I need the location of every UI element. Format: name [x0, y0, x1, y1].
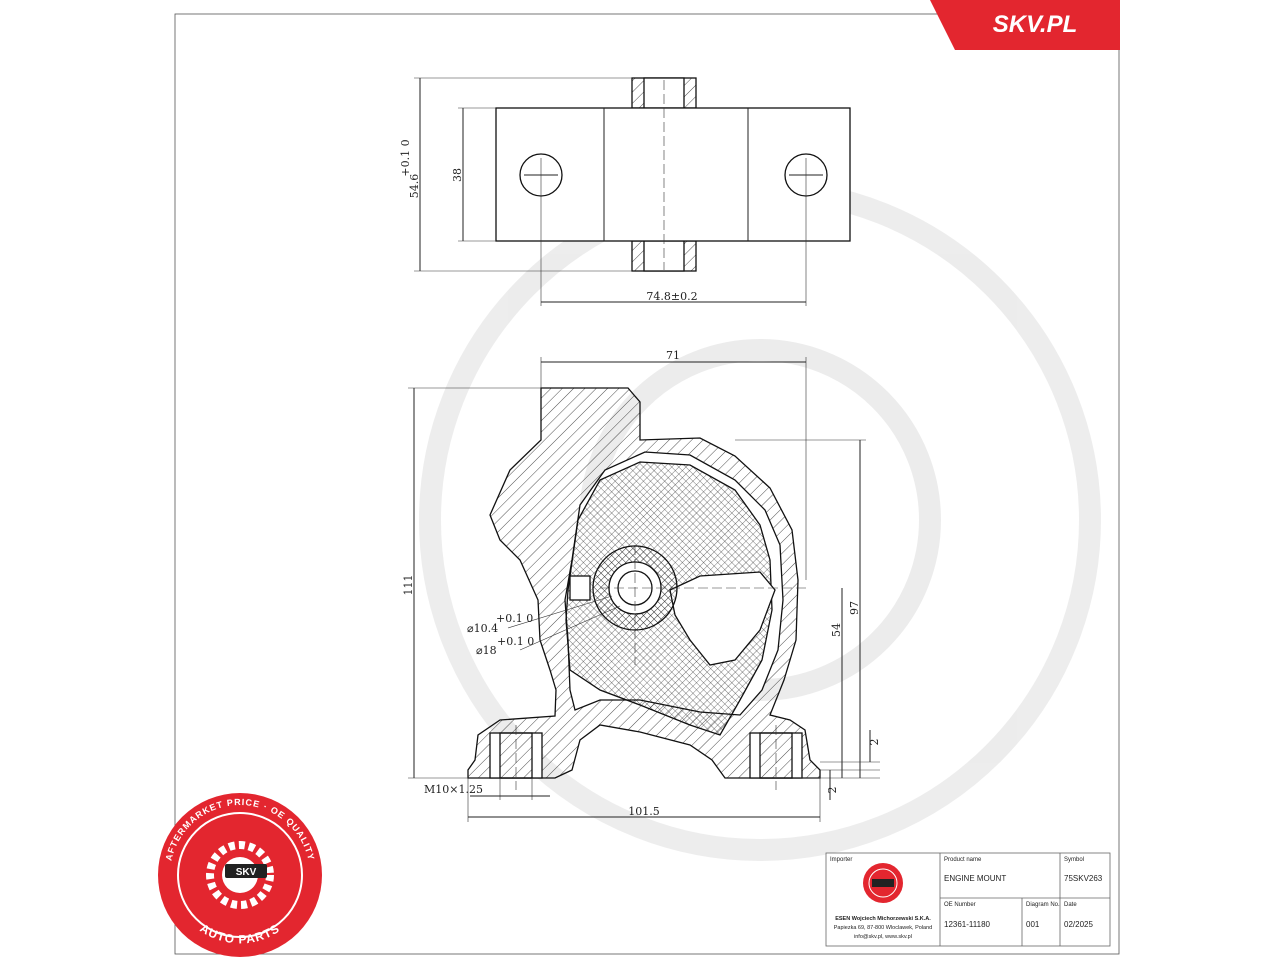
- dim-hole-spacing: 74.8±0.2: [646, 290, 697, 303]
- brand-logo: SKV.PL: [930, 0, 1120, 50]
- dim-side-top: 71: [666, 349, 680, 362]
- dim-side-right: 97: [848, 601, 861, 615]
- oe-value: 12361-11180: [944, 920, 991, 929]
- product-label: Product name: [944, 857, 982, 863]
- diagram-label: Diagram No.: [1026, 902, 1060, 908]
- top-view: 54.6 +0.1 0 38 74.8±0.2: [399, 77, 851, 306]
- date-label: Date: [1064, 902, 1077, 908]
- importer-address: Papiezka 69, 87-800 Wloclawek, Poland: [834, 925, 932, 931]
- diagram-value: 001: [1026, 920, 1040, 929]
- importer-contact: info@skv.pl, www.skv.pl: [854, 934, 912, 940]
- oe-label: OE Number: [944, 902, 976, 908]
- page-frame: [174, 13, 1120, 955]
- symbol-value: 75SKV263: [1064, 874, 1103, 883]
- importer-logo: [863, 863, 903, 903]
- brand-badge: SKV AFTERMARKET PRICE · OE QUALITY AUTO …: [158, 793, 322, 957]
- dim-bore-small: ⌀10.4: [467, 622, 498, 635]
- dim-bore-small-tol: +0.1 0: [496, 612, 533, 625]
- importer-label: Importer: [830, 857, 852, 863]
- product-value: ENGINE MOUNT: [944, 874, 1006, 883]
- dim-top-inner: 38: [451, 168, 464, 182]
- dim-side-center: 54: [830, 623, 843, 637]
- date-value: 02/2025: [1064, 920, 1093, 929]
- badge-center-text: SKV: [236, 867, 257, 878]
- brand-logo-text: SKV.PL: [993, 11, 1077, 38]
- dim-bore-large: ⌀18: [476, 644, 497, 657]
- dim-side-height: 111: [402, 575, 415, 596]
- importer-name: ESEN Wojciech Michorzewski S.K.A.: [835, 916, 931, 922]
- title-block: Importer ESEN Wojciech Michorzewski S.K.…: [825, 852, 1111, 947]
- side-view: 71 111 97 54 2 2 ⌀10.4 +0.1 0 ⌀18 +0.1 0…: [402, 349, 881, 822]
- dim-bore-large-tol: +0.1 0: [497, 635, 534, 648]
- symbol-label: Symbol: [1064, 857, 1084, 863]
- dim-top-height-tol: +0.1 0: [399, 139, 412, 176]
- dim-top-height: 54.6: [408, 174, 421, 199]
- dim-small-a: 2: [868, 739, 881, 746]
- dim-thread: M10×1.25: [424, 783, 483, 796]
- dim-base: 101.5: [628, 805, 660, 818]
- dim-small-b: 2: [826, 787, 839, 794]
